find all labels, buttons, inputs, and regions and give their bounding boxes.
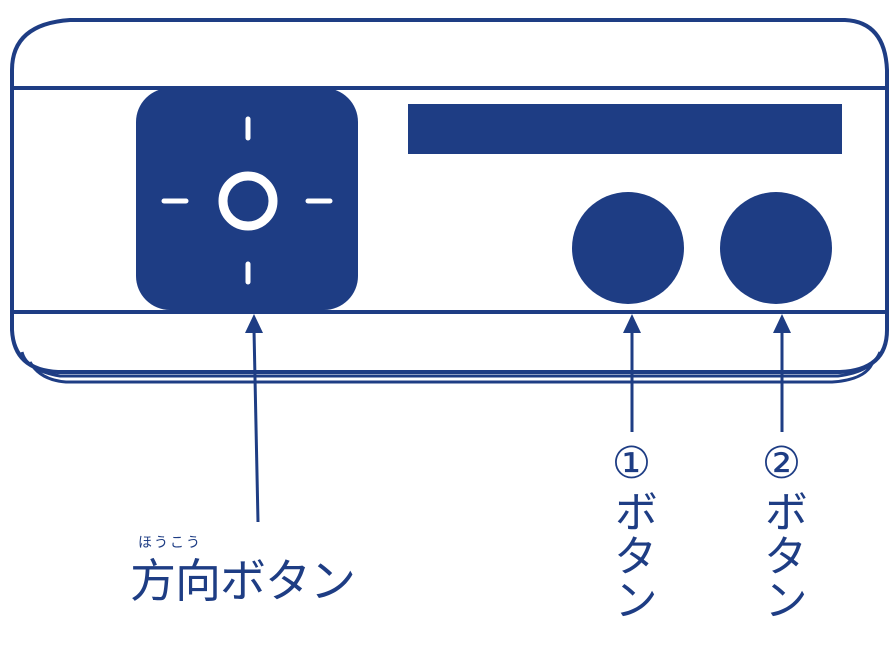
controller-body [10, 18, 889, 384]
dpad-label-ruby: ほうこう [138, 535, 202, 551]
dpad-label: 方向ボタン [130, 554, 356, 608]
button-1-icon [572, 192, 684, 304]
button-2-icon [720, 192, 832, 304]
button-1-arrow-icon [623, 314, 641, 432]
display-slot [408, 104, 842, 154]
button-2-arrow-icon [773, 314, 791, 432]
button-2-label: ②ボタン [756, 438, 807, 621]
dpad-arrow-icon [245, 314, 263, 523]
dpad-icon [136, 88, 358, 310]
button-1-label: ①ボタン [606, 438, 657, 621]
